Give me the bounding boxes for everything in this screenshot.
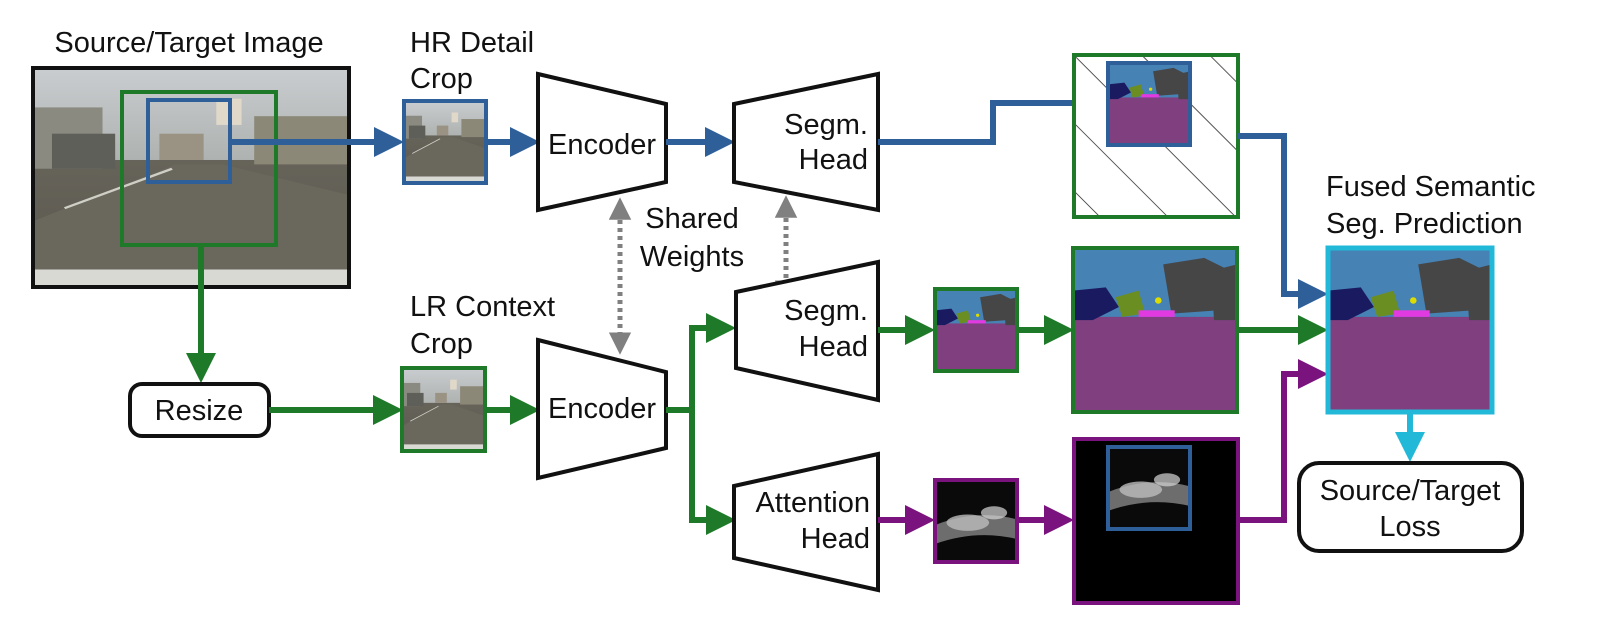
- resize-label: Resize: [155, 395, 244, 427]
- attention-head-label-2: Head: [801, 523, 870, 555]
- loss-box: [1297, 461, 1524, 553]
- hr-crop-thumbnail: [402, 99, 488, 185]
- segm-head-mid: [734, 259, 880, 403]
- encoder-bottom-label: Encoder: [548, 393, 656, 425]
- loss-label-2: Loss: [1379, 511, 1440, 543]
- fused-prediction: [1325, 245, 1495, 415]
- lr-prediction-small: [933, 287, 1019, 373]
- hr-detail-crop-label-2: Crop: [410, 63, 473, 95]
- encoder-to-segm-arrow-mid: [666, 313, 736, 413]
- source-image-title: Source/Target Image: [54, 27, 323, 59]
- lr-context-crop-label-2: Crop: [410, 328, 473, 360]
- shared-weights-label-2: Weights: [640, 241, 744, 273]
- attention-to-fused-arrow: [1238, 359, 1328, 523]
- attention-head-label-1: Attention: [756, 487, 870, 519]
- encoder-top: [536, 71, 668, 213]
- lr-prediction-large: [1071, 246, 1239, 414]
- segm-head-top: [732, 71, 880, 213]
- hr-prediction-panel: [1072, 53, 1240, 219]
- attention-map-large: [1072, 437, 1240, 605]
- hr-to-fused-arrow: [1238, 133, 1328, 309]
- segm-head-mid-label-2: Head: [799, 331, 868, 363]
- hr-detail-crop-label: HR Detail: [410, 27, 534, 59]
- encoder-bottom: [536, 337, 668, 481]
- attention-map-small: [933, 478, 1019, 564]
- segm-head-top-label-1: Segm.: [784, 109, 868, 141]
- hr-pred-arrow: [878, 88, 1106, 145]
- shared-weights-label-1: Shared: [645, 203, 739, 235]
- lr-context-crop-label: LR Context: [410, 291, 555, 323]
- fused-prediction-label-1: Fused Semantic: [1326, 171, 1536, 203]
- segm-head-mid-label-1: Segm.: [784, 295, 868, 327]
- encoder-to-attention-arrow: [689, 410, 736, 535]
- encoder-top-label: Encoder: [548, 129, 656, 161]
- segm-head-top-label-2: Head: [799, 144, 868, 176]
- source-image: [31, 66, 351, 289]
- loss-label-1: Source/Target: [1320, 475, 1501, 507]
- attention-head: [732, 451, 880, 593]
- fused-prediction-label-2: Seg. Prediction: [1326, 208, 1523, 240]
- lr-crop-thumbnail: [400, 366, 487, 453]
